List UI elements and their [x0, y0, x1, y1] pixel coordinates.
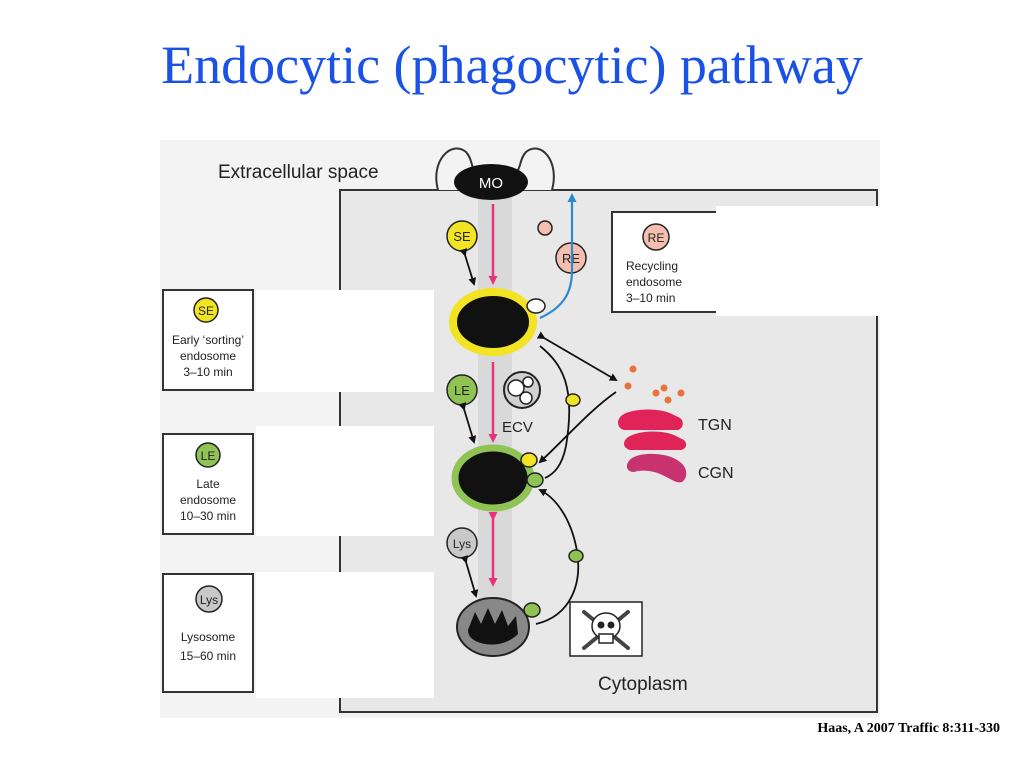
ecv-label: ECV: [502, 419, 533, 436]
le-vesicle-yellow: [520, 452, 538, 468]
skull-crossbones-icon: [582, 610, 630, 650]
legend-se-line3: 3–10 min: [183, 365, 232, 379]
arrow-curve-lys: [535, 489, 580, 625]
lys-badge-arrow: [460, 555, 479, 598]
ecv-inner-2: [519, 391, 533, 405]
legend-le-badge: [195, 442, 221, 468]
legend-re-line1: Recycling: [626, 259, 678, 273]
golgi-vesicle: [629, 365, 637, 373]
legend-lys-line2: 15–60 min: [180, 649, 236, 663]
tgn-stack: [618, 409, 683, 430]
legend-le-line2: endosome: [180, 493, 236, 507]
cgn-label: CGN: [698, 465, 734, 482]
mo-bacterium: [454, 164, 528, 200]
se-vesicle: [526, 298, 546, 314]
blue-recycling-arrow: [539, 193, 577, 319]
le-badge-label: LE: [454, 383, 470, 398]
legend-re-line3: 3–10 min: [626, 291, 675, 305]
arrow-se-golgi: [536, 331, 618, 382]
early-endosome: [449, 288, 537, 356]
golgi-middle-stack: [624, 431, 687, 450]
re-small-vesicle: [537, 220, 553, 236]
legend-lys-line1: Lysosome: [181, 630, 236, 644]
legend-re-box: [611, 211, 723, 313]
mo-label: MO: [479, 175, 503, 192]
ecv-inner-1: [507, 379, 525, 397]
se-badge-label: SE: [453, 229, 471, 244]
legend-re-line2: endosome: [626, 275, 682, 289]
legend-se-badge-label: SE: [198, 304, 214, 318]
golgi-vesicle: [677, 389, 685, 397]
le-badge-arrow: [458, 402, 477, 444]
legend-se-line1: Early ‘sorting’: [172, 333, 244, 347]
tgn-label: TGN: [698, 417, 732, 434]
blank-panel: [716, 206, 880, 316]
legend-se-badge: [193, 297, 219, 323]
lysosome-content: [468, 608, 518, 645]
legend-lys-badge: [195, 585, 223, 613]
legend-le-line3: 10–30 min: [180, 509, 236, 523]
se-badge-arrow: [459, 248, 477, 286]
extracellular-label: Extracellular space: [218, 162, 379, 183]
cgn-stack: [626, 453, 687, 483]
blank-panel: [256, 290, 434, 392]
golgi-vesicle: [660, 384, 668, 392]
ecv-inner-3: [522, 376, 534, 388]
lys-badge-label: Lys: [453, 537, 471, 551]
arrow-curve-se: [539, 345, 571, 479]
legend-le-badge-label: LE: [201, 449, 216, 463]
citation: Haas, A 2007 Traffic 8:311-330: [817, 721, 1000, 736]
traffic-vesicle-green: [568, 549, 584, 563]
legend-lys-badge-label: Lys: [200, 593, 218, 607]
golgi-vesicle: [664, 396, 672, 404]
le-vesicle-green: [526, 472, 544, 488]
cytoplasm-label: Cytoplasm: [598, 674, 688, 695]
golgi-vesicle: [624, 382, 632, 390]
legend-re-badge-label: RE: [648, 231, 665, 245]
late-endosome: [451, 444, 535, 512]
legend-se-line2: endosome: [180, 349, 236, 363]
arrow-golgi-le: [538, 391, 617, 464]
legend-le-line1: Late: [196, 477, 220, 491]
legend-re-badge: [642, 223, 670, 251]
blank-panel: [256, 572, 434, 698]
golgi-vesicle: [652, 389, 660, 397]
traffic-vesicle-yellow: [565, 393, 581, 407]
slide-title: Endocytic (phagocytic) pathway: [161, 35, 863, 95]
lys-vesicle: [523, 602, 541, 618]
blank-panel: [256, 426, 434, 536]
